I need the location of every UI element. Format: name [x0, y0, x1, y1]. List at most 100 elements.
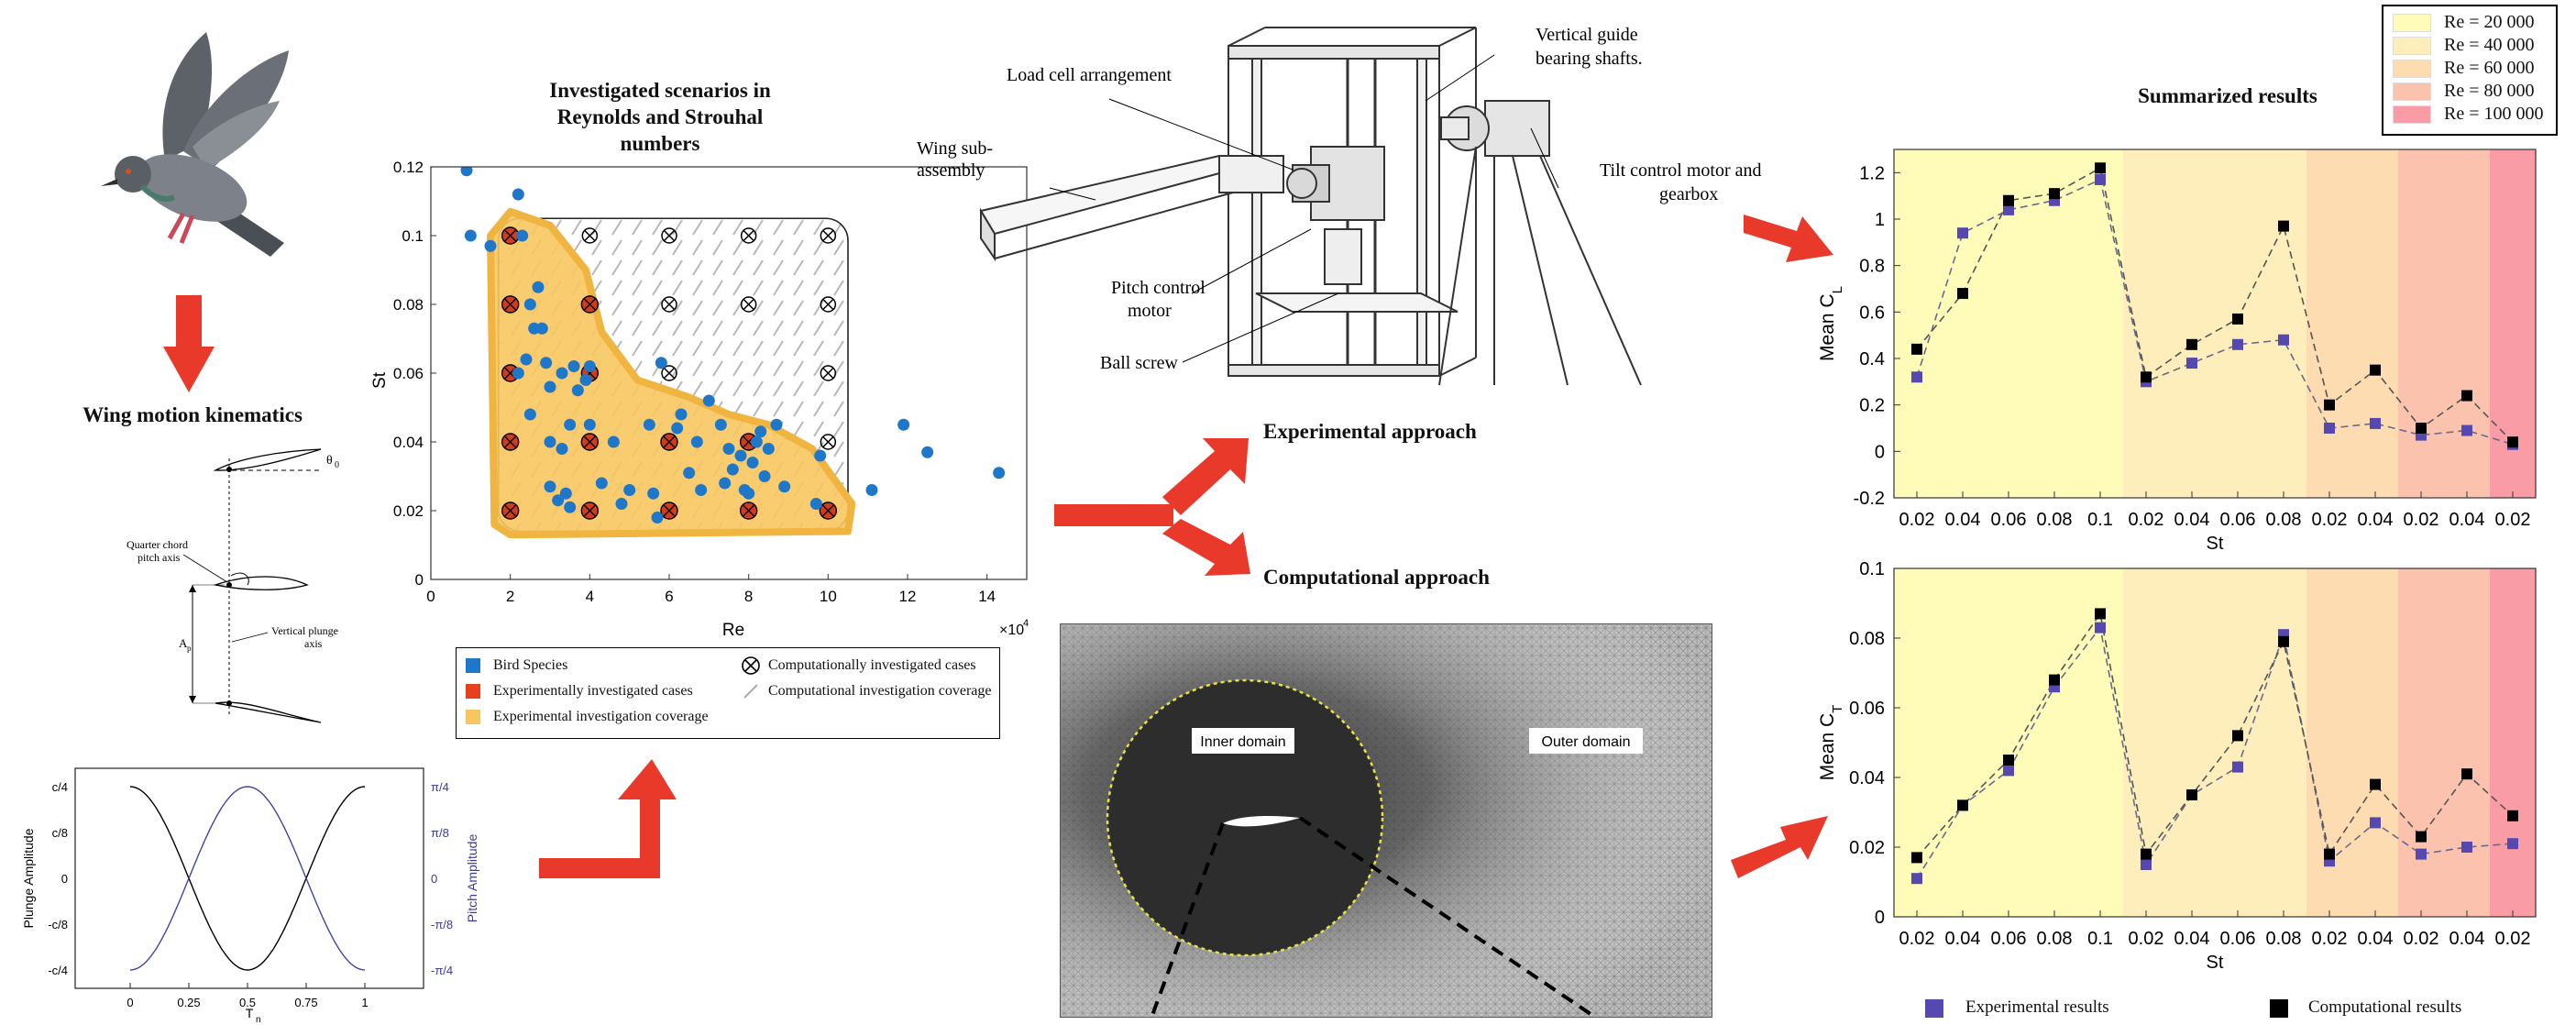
- experimental-case-mark: [660, 501, 678, 520]
- experimental-case-mark: [819, 501, 838, 520]
- bird-species-point: [544, 435, 556, 448]
- y-left-tick-label: 0: [61, 872, 68, 886]
- computational-point: [2186, 789, 2197, 800]
- x-tick-label: 0.04: [1945, 929, 1981, 949]
- svg-text:bearing shafts.: bearing shafts.: [1536, 49, 1643, 69]
- comp-results-swatch: [2270, 999, 2288, 1018]
- pitch-ylabel: Pitch Amplitude: [465, 834, 479, 923]
- svg-text:4: 4: [1023, 618, 1029, 629]
- bird-species-point: [564, 501, 577, 513]
- y-tick-label: 0: [1875, 908, 1885, 928]
- svg-text:assembly: assembly: [917, 160, 985, 181]
- computational-point: [2324, 848, 2335, 860]
- x-tick-label: 0.04: [2449, 510, 2485, 530]
- tn-xlabel: T: [246, 1006, 254, 1020]
- bird-species-point: [714, 418, 727, 431]
- x-tick-label: 0.04: [2358, 929, 2394, 949]
- computational-case-mark: [820, 296, 837, 313]
- hatch-line-icon: [743, 684, 758, 699]
- bird-species-point: [520, 353, 533, 366]
- y-tick-label: 0.08: [393, 296, 424, 314]
- y-tick-label: 0.06: [393, 365, 424, 382]
- experimental-case-mark: [501, 501, 520, 520]
- y-right-tick-label: -π/8: [431, 918, 453, 931]
- y-tick-label: 0.4: [1859, 349, 1885, 369]
- x-tick-label: 0.02: [2495, 929, 2531, 949]
- experimental-point: [2095, 622, 2106, 634]
- x-tick-label: 14: [978, 588, 996, 605]
- x-tick-label: 0.08: [2037, 510, 2073, 530]
- re-legend-item: Re = 40 000: [2383, 34, 2556, 57]
- experimental-series-line: [1916, 625, 2514, 879]
- x-tick-label: 0.02: [2495, 510, 2531, 530]
- computational-point: [2141, 848, 2152, 860]
- computational-point: [1957, 288, 1968, 300]
- experimental-point: [2416, 848, 2427, 860]
- circle-cross-icon: [742, 656, 760, 675]
- computational-point: [2049, 188, 2060, 200]
- re-swatch: [2393, 36, 2431, 55]
- x-tick-label: 0.5: [239, 996, 256, 1009]
- bird-species-point: [484, 239, 497, 252]
- re-legend: Re = 20 000 Re = 40 000 Re = 60 000 Re =…: [2382, 5, 2558, 136]
- re-legend-item: Re = 20 000: [2383, 11, 2556, 34]
- bird-species-point: [651, 512, 664, 524]
- plunge-ylabel: Plunge Amplitude: [21, 828, 36, 928]
- svg-text:p: p: [187, 644, 192, 653]
- y-tick-label: 0: [415, 571, 424, 589]
- corner-arrow-icon: [539, 759, 677, 878]
- bird-species-point: [643, 418, 655, 431]
- y-tick-label: -0.2: [1854, 489, 1885, 509]
- ball-screw-label: Ball screw: [1100, 353, 1179, 373]
- computational-series-line: [1916, 167, 2514, 443]
- bird-species-point: [655, 357, 667, 369]
- y-axis-label: Mean CT: [1817, 705, 1845, 781]
- y-left-tick-label: c/8: [52, 826, 68, 840]
- re-band: [2306, 149, 2398, 498]
- y-tick-label: 0.02: [1849, 838, 1885, 858]
- computational-point: [2461, 390, 2472, 402]
- x-tick-label: 0.02: [1899, 510, 1935, 530]
- scenarios-title: Investigated scenarios in Reynolds and S…: [549, 79, 771, 155]
- bird-species-point: [535, 322, 548, 335]
- experimental-point: [2461, 842, 2472, 853]
- x-tick-label: 0.75: [294, 996, 317, 1009]
- bird-species-point: [722, 443, 735, 455]
- re-band: [2398, 149, 2490, 498]
- kinematics-schematic: θ 0 A p Quarter chord pitch axis Vertica…: [127, 448, 339, 723]
- y-tick-label: 0.04: [1849, 768, 1885, 788]
- x-tick-label: 0.02: [2129, 929, 2164, 949]
- re-swatch: [2393, 59, 2431, 78]
- re-swatch: [2393, 13, 2431, 32]
- exp-results-swatch: [1925, 999, 1943, 1018]
- re-swatch: [2393, 105, 2431, 124]
- bird-species-point: [671, 422, 684, 435]
- svg-text:motor: motor: [1128, 301, 1172, 321]
- x-tick-label: 0.02: [2129, 510, 2164, 530]
- bird-species-point: [583, 360, 596, 372]
- bird-species-point: [583, 418, 596, 431]
- bird-species-point: [754, 425, 767, 438]
- y-tick-label: 0.1: [1859, 561, 1885, 579]
- computational-point: [2507, 436, 2518, 448]
- y-tick-label: 0.12: [393, 159, 424, 176]
- computational-point: [2232, 313, 2243, 325]
- bird-species-point: [556, 443, 568, 455]
- results-arrow-top-icon: [1744, 215, 1833, 262]
- experimental-point: [2507, 838, 2518, 850]
- y-axis-label: Mean CL: [1817, 286, 1845, 361]
- computational-point: [2095, 162, 2106, 174]
- outer-domain-label: Outer domain: [1542, 734, 1631, 750]
- x-tick-label: 0.08: [2037, 929, 2073, 949]
- computational-point: [2049, 674, 2060, 686]
- x-multiplier: ×10: [999, 623, 1024, 638]
- bird-species-point: [647, 487, 660, 500]
- pitch-motor-label: Pitch control: [1111, 278, 1205, 298]
- bird-species-point: [607, 435, 620, 448]
- y-tick-label: 0.06: [1849, 699, 1885, 719]
- y-right-tick-label: π/8: [431, 826, 449, 840]
- x-tick-label: 0.06: [2220, 510, 2256, 530]
